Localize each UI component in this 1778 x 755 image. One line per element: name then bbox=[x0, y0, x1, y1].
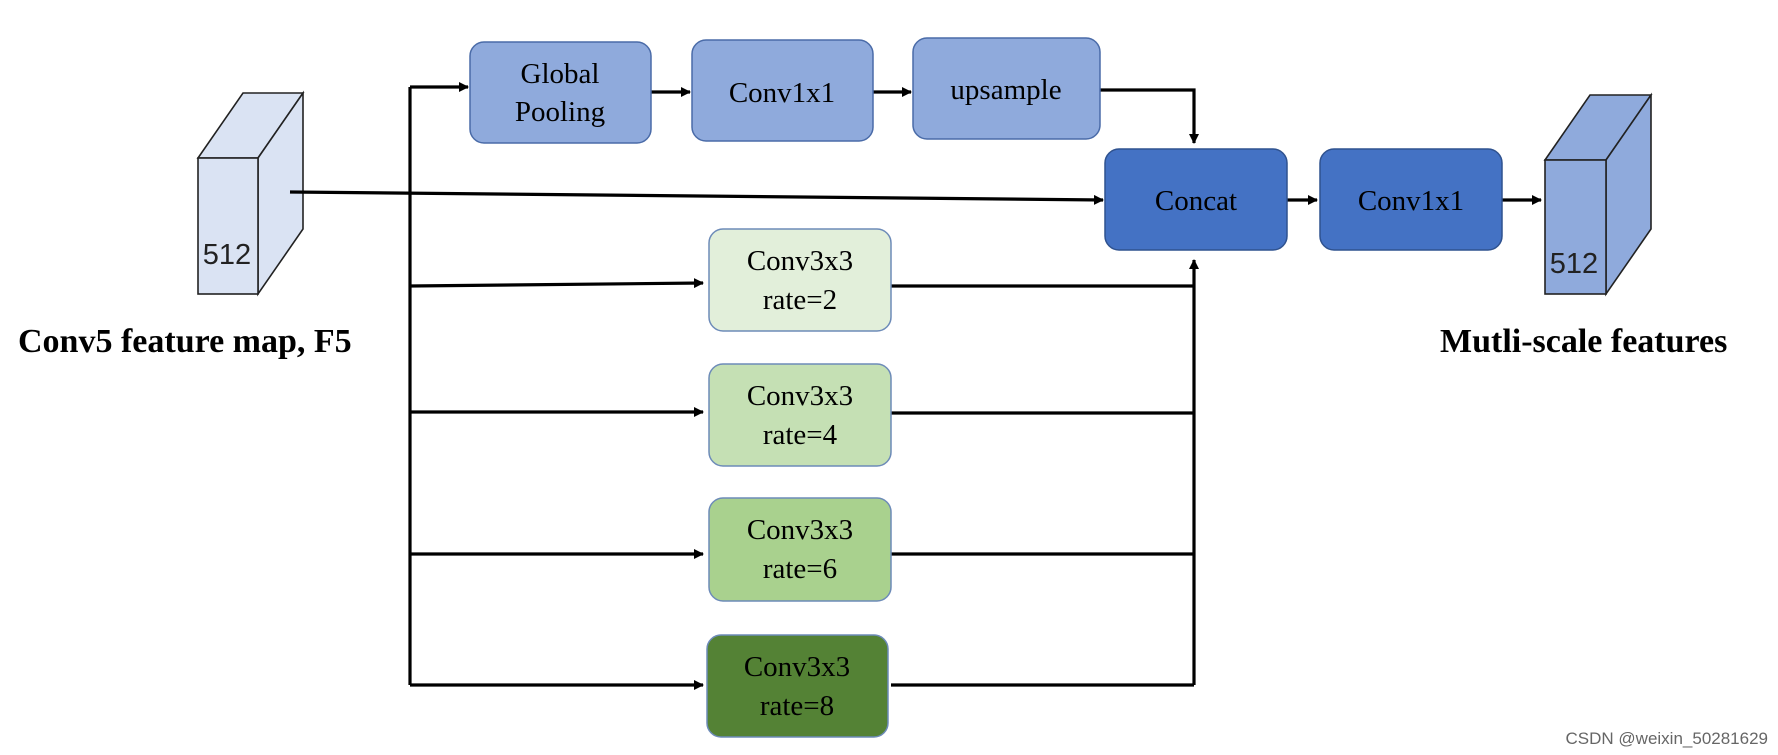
concat-label: Concat bbox=[1155, 185, 1237, 217]
pool-conv1x1-box: Conv1x1 bbox=[691, 39, 874, 142]
atrous-rate2-box: Conv3x3 rate=2 bbox=[708, 228, 892, 332]
atrous-rate8-label-2: rate=8 bbox=[760, 690, 834, 722]
atrous-rate4-label-1: Conv3x3 bbox=[747, 380, 853, 412]
output-feature-block: 512 bbox=[1543, 92, 1653, 297]
connectors bbox=[289, 82, 1542, 690]
upsample-box: upsample bbox=[912, 37, 1101, 140]
global-pooling-label-1: Global bbox=[521, 58, 600, 90]
atrous-rate2-label-1: Conv3x3 bbox=[747, 245, 853, 277]
global-pooling-label-2: Pooling bbox=[515, 96, 605, 128]
input-feature-block: 512 bbox=[196, 90, 305, 297]
watermark-text: CSDN @weixin_50281629 bbox=[1566, 729, 1768, 748]
input-channels-label: 512 bbox=[203, 239, 251, 271]
atrous-rate6-label-1: Conv3x3 bbox=[747, 514, 853, 546]
upsample-label: upsample bbox=[950, 74, 1061, 106]
input-caption: Conv5 feature map, F5 bbox=[18, 323, 352, 360]
fusion-conv1x1-label: Conv1x1 bbox=[1358, 185, 1464, 217]
input-block-front bbox=[197, 157, 259, 295]
atrous-rate4-label-2: rate=4 bbox=[763, 419, 838, 451]
pool-conv1x1-label: Conv1x1 bbox=[729, 77, 835, 109]
atrous-rate6-label-2: rate=6 bbox=[763, 553, 837, 585]
arrow-upsample-to-concat bbox=[1100, 88, 1199, 144]
fusion-conv1x1-box: Conv1x1 bbox=[1319, 148, 1503, 251]
atrous-rate4-box: Conv3x3 rate=4 bbox=[708, 363, 892, 467]
output-caption: Mutli-scale features bbox=[1440, 323, 1727, 360]
output-block-front bbox=[1544, 159, 1607, 295]
atrous-rate6-box: Conv3x3 rate=6 bbox=[708, 497, 892, 602]
global-pooling-box: Global Pooling bbox=[469, 41, 652, 144]
atrous-rate8-label-1: Conv3x3 bbox=[744, 651, 850, 683]
output-channels-label: 512 bbox=[1550, 248, 1598, 280]
atrous-rate2-label-2: rate=2 bbox=[763, 284, 837, 316]
atrous-rate8-box: Conv3x3 rate=8 bbox=[706, 634, 889, 738]
arrow-input-to-concat bbox=[289, 190, 1104, 205]
concat-box: Concat bbox=[1104, 148, 1288, 251]
arrow-to-rate2 bbox=[409, 278, 704, 289]
